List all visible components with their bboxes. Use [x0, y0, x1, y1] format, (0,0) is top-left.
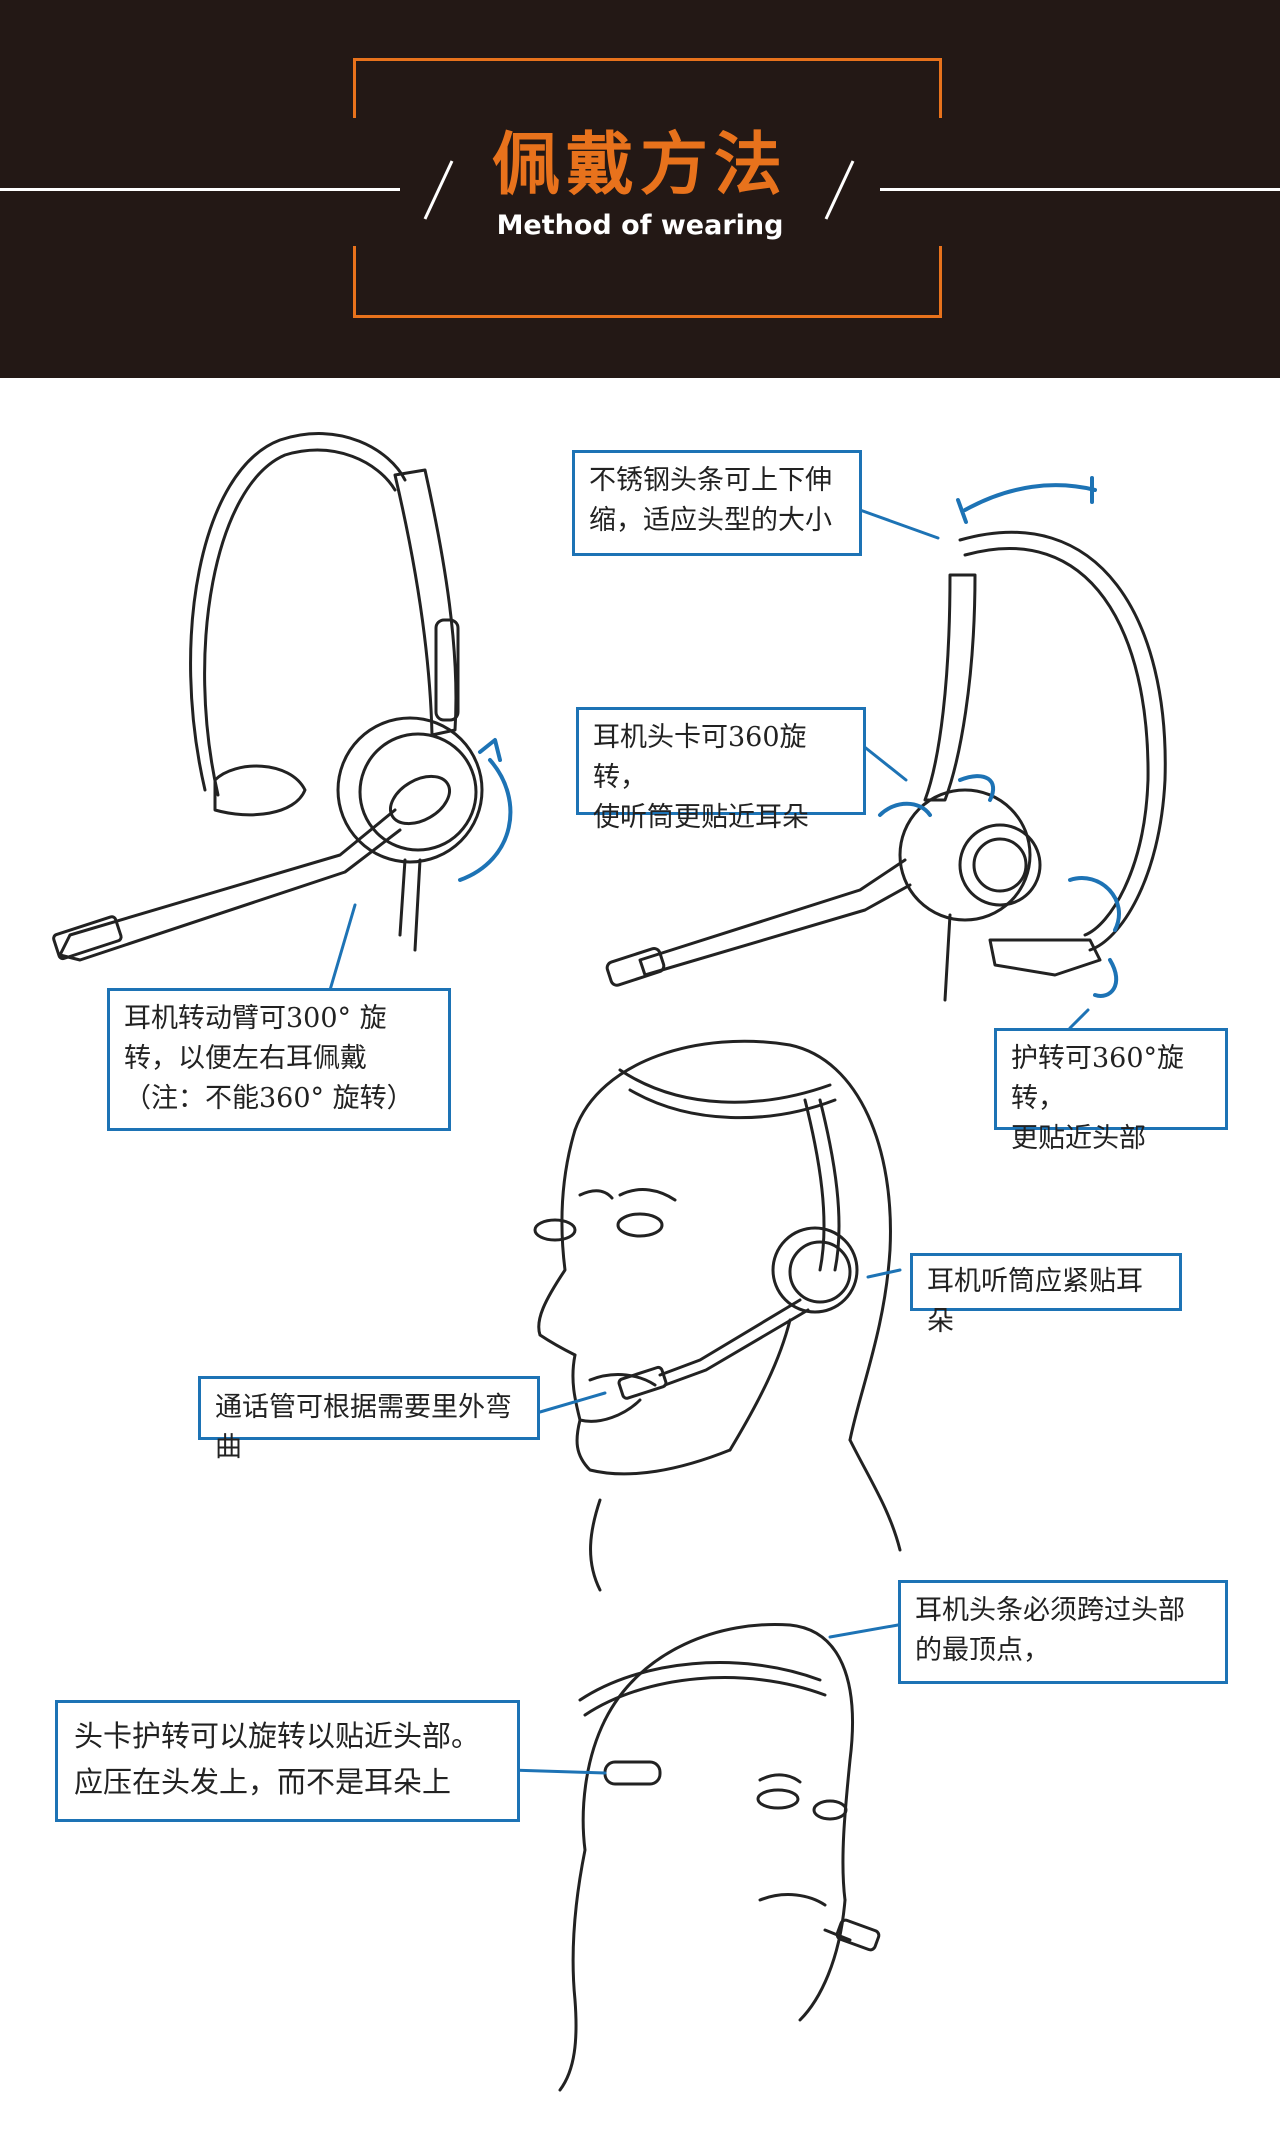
callout-text-line: 转，以便左右耳佩戴	[124, 1043, 367, 1074]
callout-text-line: 不锈钢头条可上下伸	[589, 465, 832, 496]
header-banner: 佩戴方法 Method of wearing	[0, 0, 1280, 378]
callout-text-line: 应压在头发上，而不是耳朵上	[74, 1765, 452, 1799]
page-subtitle: Method of wearing	[496, 210, 784, 241]
callout-text-line: 更贴近头部	[1011, 1123, 1146, 1154]
header-line-right	[880, 188, 1280, 191]
header-line-left	[0, 188, 400, 191]
callout-pad-rotate: 护转可360°旋转， 更贴近头部	[994, 1028, 1228, 1154]
callout-mic-bend: 通话管可根据需要里外弯曲	[198, 1376, 540, 1463]
callout-text-line: 缩，适应头型的大小	[589, 505, 832, 536]
page-title: 佩戴方法	[491, 126, 788, 205]
clip-rotation-arrows	[878, 774, 1121, 998]
callout-connectors	[328, 508, 1090, 1775]
callout-text-line: 的最顶点，	[915, 1635, 1050, 1666]
callout-text-line: 耳机头卡可360旋转，	[593, 722, 807, 793]
callout-text-line: 头卡护转可以旋转以贴近头部。	[74, 1719, 481, 1753]
face-wearing-headset-illustration	[533, 1039, 902, 1592]
callout-earpiece-fit: 耳机听筒应紧贴耳朵	[910, 1253, 1182, 1337]
headset-rotated-view-illustration	[605, 530, 1167, 1002]
callout-headband-stretch: 不锈钢头条可上下伸 缩，适应头型的大小	[572, 450, 862, 556]
callout-band-top: 耳机头条必须跨过头部 的最顶点，	[898, 1580, 1228, 1684]
callout-arm-rotate: 耳机转动臂可300° 旋 转，以便左右耳佩戴 （注：不能360° 旋转）	[107, 988, 451, 1131]
callout-text-line: 护转可360°旋转，	[1011, 1043, 1185, 1114]
headband-stretch-arrow	[956, 476, 1097, 524]
callout-text-line: （注：不能360° 旋转）	[124, 1083, 414, 1114]
callout-text-line: 通话管可根据需要里外弯曲	[215, 1392, 512, 1463]
callout-text-line: 使听筒更贴近耳朵	[593, 802, 809, 833]
callout-pad-hair: 头卡护转可以旋转以贴近头部。 应压在头发上，而不是耳朵上	[55, 1700, 520, 1822]
headset-side-view-illustration	[52, 432, 484, 962]
callout-text-line: 耳机听筒应紧贴耳朵	[927, 1266, 1143, 1337]
callout-text-line: 耳机转动臂可300° 旋	[124, 1003, 387, 1034]
callout-text-line: 耳机头条必须跨过头部	[915, 1595, 1185, 1626]
wearing-illustrations	[52, 432, 1167, 2092]
callout-clip-rotate: 耳机头卡可360旋转， 使听筒更贴近耳朵	[576, 707, 866, 833]
face-headband-top-illustration	[558, 1622, 881, 2092]
arm-rotation-arrow	[458, 738, 513, 882]
